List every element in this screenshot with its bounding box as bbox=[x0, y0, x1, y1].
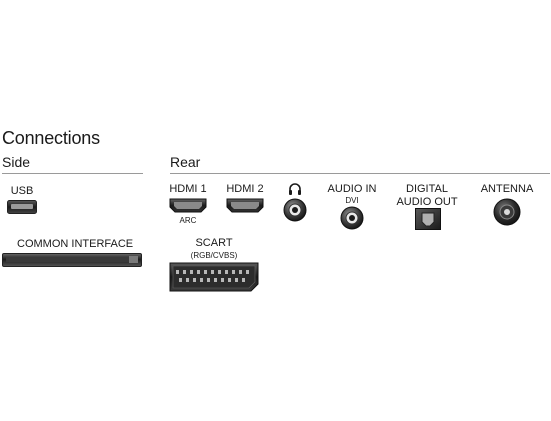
side-section-label: Side bbox=[2, 154, 31, 170]
hdmi2-label: HDMI 2 bbox=[226, 183, 264, 195]
antenna-port-icon bbox=[493, 198, 521, 226]
page-title: Connections bbox=[2, 128, 100, 148]
usb-label: USB bbox=[10, 185, 34, 197]
hdmi1-label: HDMI 1 bbox=[169, 183, 207, 195]
scart-label: SCART bbox=[195, 237, 233, 249]
common-interface-slot-icon bbox=[2, 253, 142, 267]
optical-port-icon bbox=[415, 208, 441, 230]
antenna-label: ANTENNA bbox=[480, 183, 534, 195]
minijack-port-icon bbox=[283, 198, 307, 222]
rear-section-label: Rear bbox=[170, 154, 201, 170]
scart-port-icon bbox=[169, 262, 259, 292]
hdmi1-sub-label: ARC bbox=[179, 216, 197, 225]
audio-in-sub-label: DVI bbox=[345, 196, 359, 205]
hdmi-port-icon bbox=[169, 198, 207, 213]
scart-sub-label: (RGB/CVBS) bbox=[190, 251, 238, 260]
headphone-symbol-icon bbox=[288, 182, 302, 196]
rear-divider bbox=[170, 173, 550, 174]
side-divider bbox=[2, 173, 143, 174]
minijack-port-icon bbox=[340, 206, 364, 230]
digital-audio-out-label-line2: AUDIO OUT bbox=[396, 196, 458, 208]
audio-in-label: AUDIO IN bbox=[327, 183, 377, 195]
usb-port-icon bbox=[7, 200, 37, 214]
digital-audio-out-label-line1: DIGITAL bbox=[406, 183, 448, 195]
hdmi-port-icon bbox=[226, 198, 264, 213]
common-interface-label: COMMON INTERFACE bbox=[17, 238, 134, 250]
